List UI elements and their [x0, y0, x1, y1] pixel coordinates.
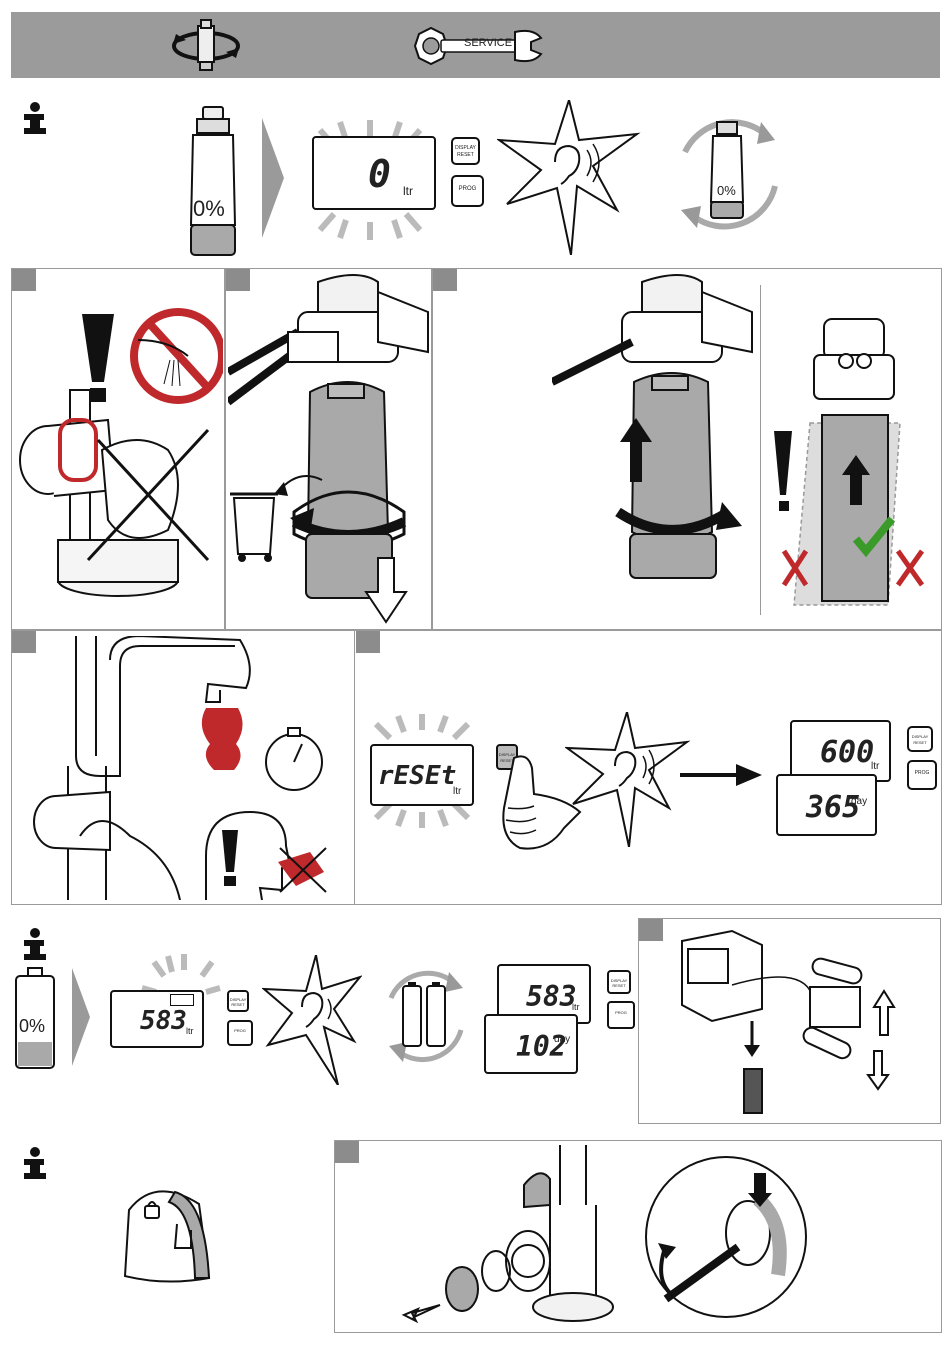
battery-display-value: 583	[140, 1006, 187, 1036]
step-marker	[433, 269, 457, 291]
knob-exploded-view-illustration	[400, 1145, 640, 1330]
warning-no-water-illustration	[18, 300, 223, 620]
control-knob-illustration	[115, 1180, 215, 1288]
reset-flash-text: rESEt	[378, 761, 456, 791]
filter-cartridge-image	[185, 105, 241, 260]
remove-filter-illustration	[228, 272, 430, 626]
step-marker	[335, 1141, 359, 1163]
result-days-unit: day	[851, 796, 867, 807]
rotate-cycle-icon	[665, 112, 790, 237]
info-icon	[18, 102, 52, 134]
divider	[431, 268, 433, 630]
rotate-filter-percent: 0%	[717, 183, 736, 198]
battery-percent-label: 0%	[19, 1016, 45, 1037]
beep-sound-icon	[497, 100, 642, 255]
filter-rotate-icon	[161, 16, 251, 76]
knob-removal-detail-illustration	[642, 1143, 810, 1330]
battery-level-icon	[170, 994, 194, 1006]
divider	[224, 268, 226, 630]
prog-button[interactable]: PROG	[607, 1001, 635, 1029]
battery-replace-illustration	[672, 925, 912, 1120]
insert-filter-illustration	[552, 272, 757, 592]
step-marker	[356, 631, 380, 653]
step-marker	[12, 269, 36, 291]
filter-percent-label: 0%	[193, 196, 225, 222]
service-label: SERVICE	[464, 37, 512, 49]
step-marker	[639, 919, 663, 941]
display-unit: ltr	[403, 184, 413, 198]
info-icon	[18, 928, 52, 960]
beep-sound-icon	[565, 712, 690, 847]
result-volume-value: 600	[820, 735, 874, 770]
reset-flash-unit: ltr	[453, 786, 461, 797]
arrow-right-icon	[262, 118, 284, 238]
battery-result-volume-value: 583	[526, 980, 577, 1013]
header-bar: SERVICE	[11, 12, 940, 78]
prog-button[interactable]: PROG	[227, 1020, 253, 1046]
info-icon	[18, 1147, 52, 1179]
beep-sound-icon	[262, 955, 362, 1085]
display-reset-button[interactable]: DISPLAY RESET	[451, 137, 480, 165]
filter-alignment-illustration	[770, 315, 940, 615]
display-reset-button[interactable]: DISPLAY RESET	[227, 990, 249, 1012]
display-value: 0	[368, 152, 391, 196]
prog-button[interactable]: PROG	[907, 760, 937, 790]
battery-swap-cycle-icon	[377, 968, 473, 1064]
battery-result-volume-unit: ltr	[572, 1002, 580, 1012]
display-reset-button[interactable]: DISPLAY RESET	[607, 970, 631, 994]
flush-tap-illustration	[20, 636, 350, 900]
display-reset-button[interactable]: DISPLAY RESET	[907, 726, 933, 752]
arrow-right-icon	[72, 968, 90, 1066]
result-volume-unit: ltr	[871, 761, 879, 772]
divider	[760, 285, 761, 615]
battery-result-days-unit: day	[554, 1034, 570, 1045]
arrow-right-icon	[680, 762, 762, 788]
prog-button[interactable]: PROG	[451, 175, 484, 207]
battery-display-unit: ltr	[186, 1026, 194, 1036]
